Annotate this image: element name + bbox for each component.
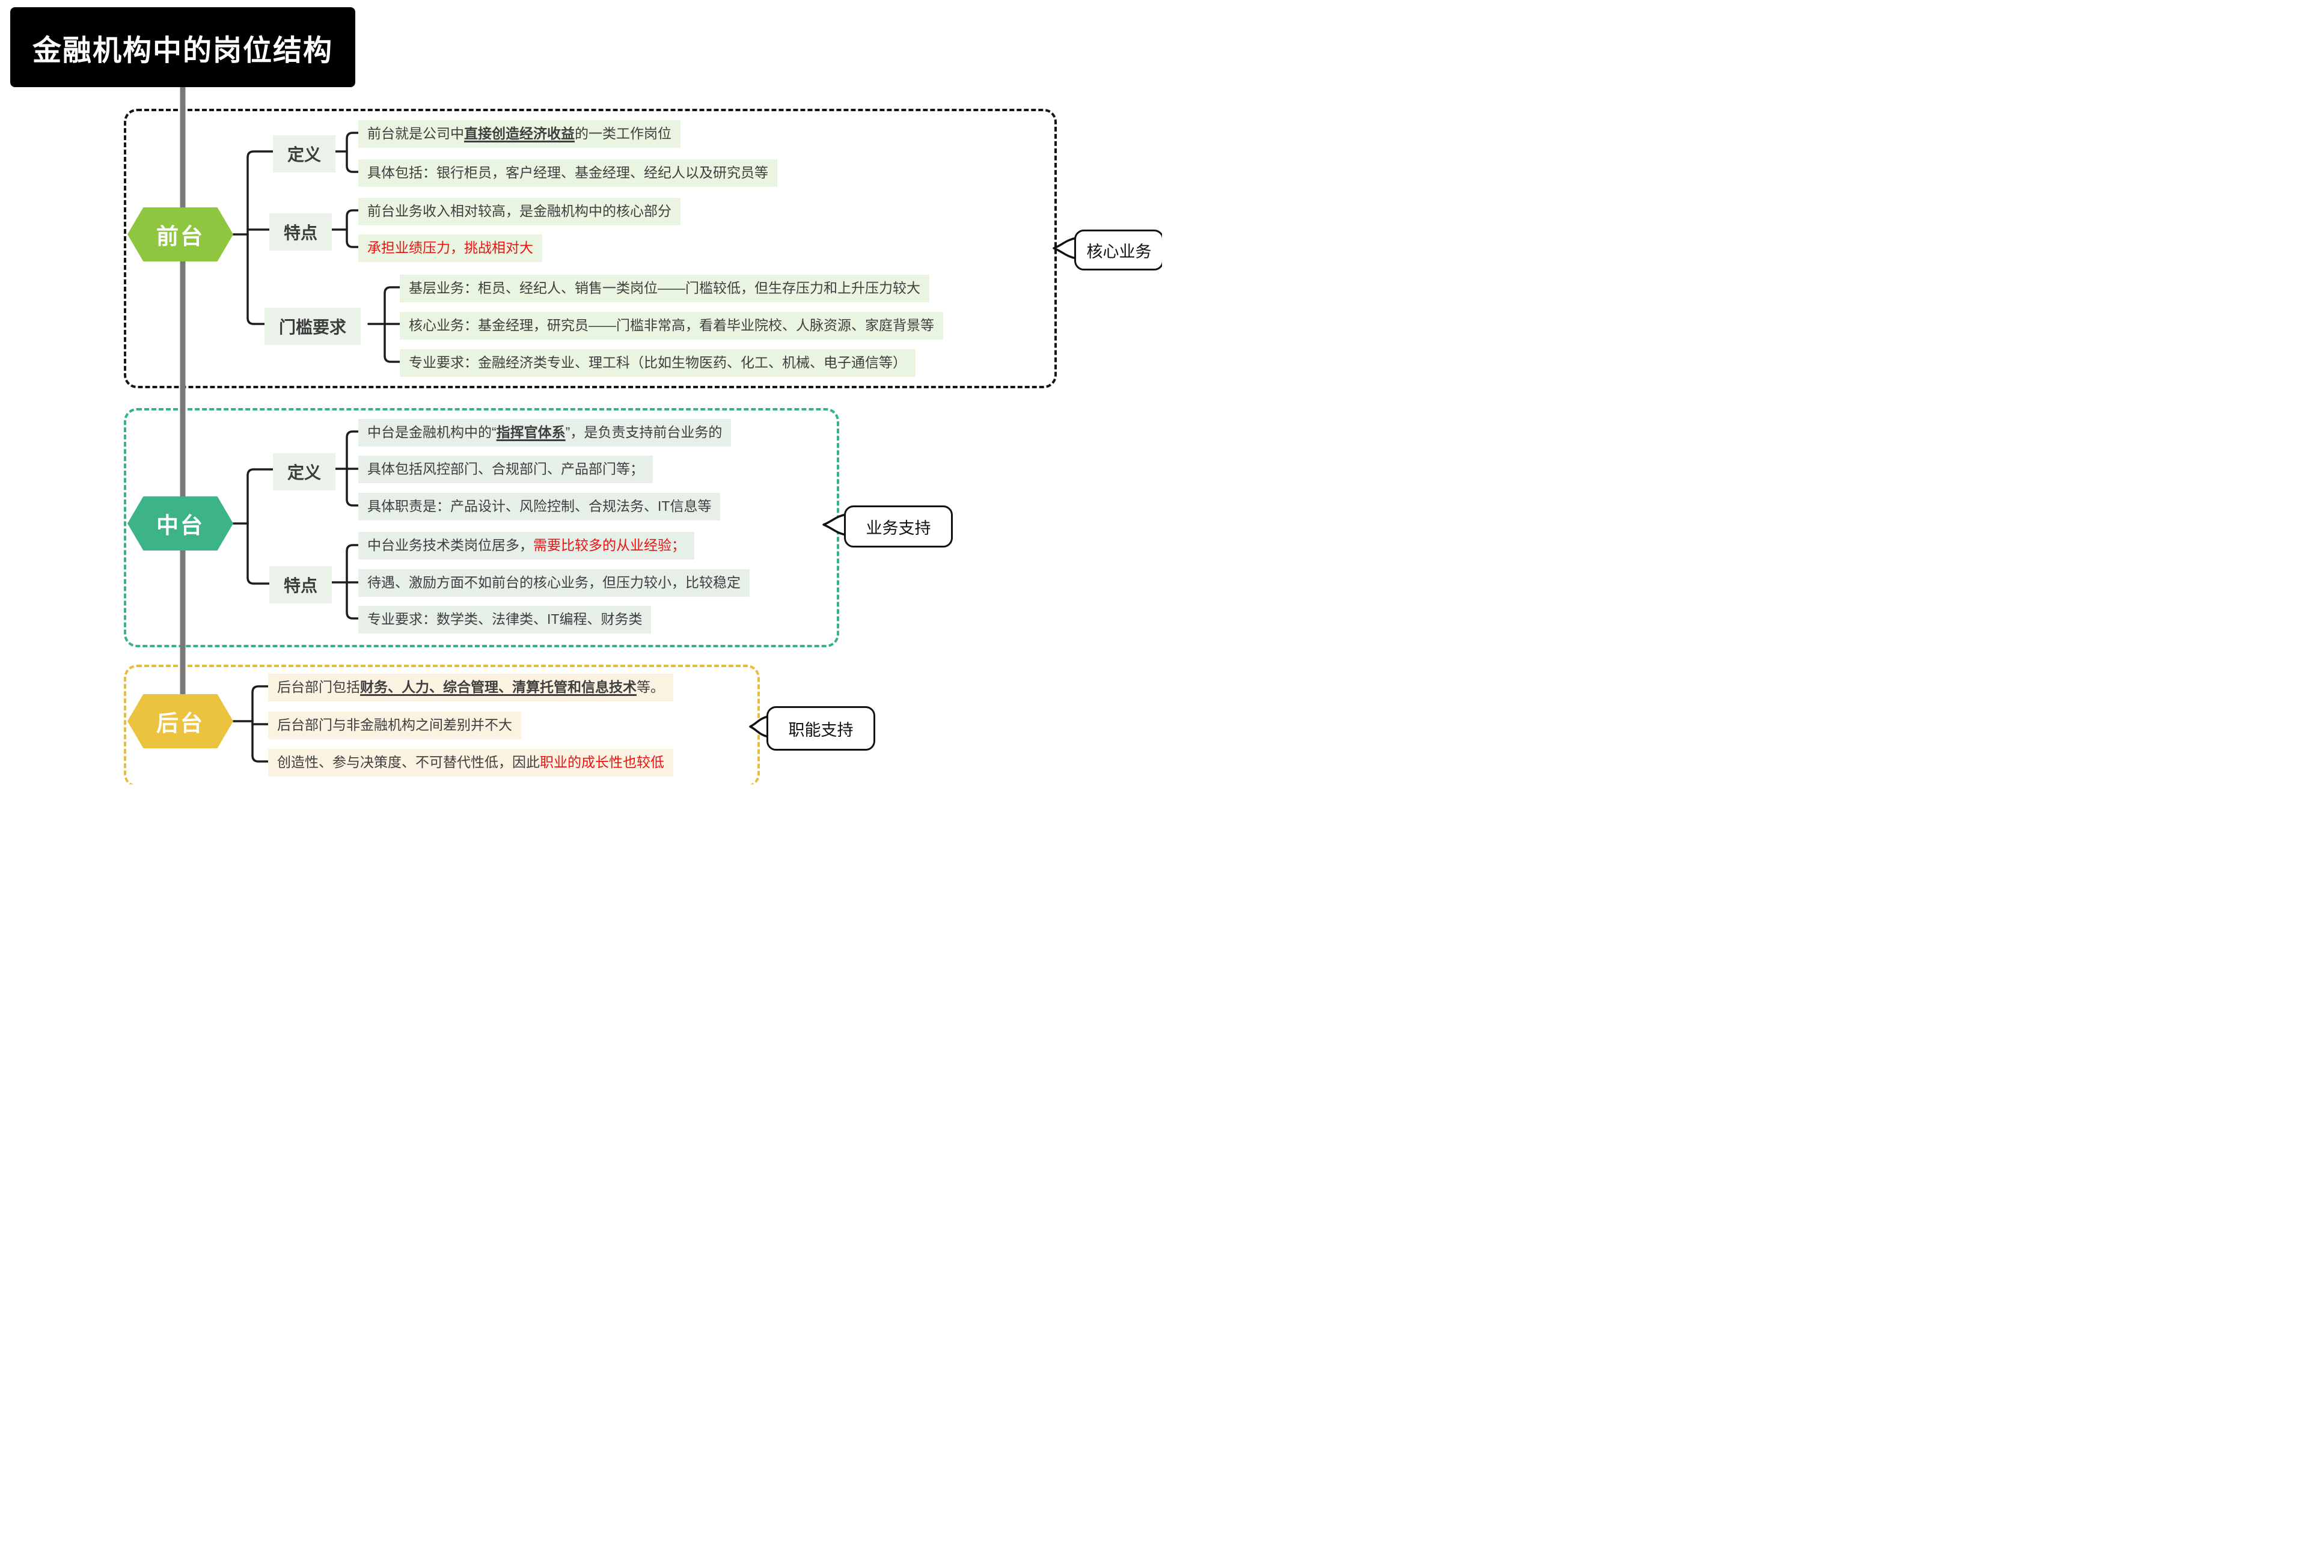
middle-features-line-3[interactable]: 专业要求：数学类、法律类、IT编程、财务类	[358, 606, 652, 633]
text-segment: 的一类工作岗位	[575, 126, 671, 141]
back-line-3[interactable]: 创造性、参与决策度、不可替代性低，因此职业的成长性也较低	[268, 749, 673, 776]
middle-callout[interactable]: 业务支持	[844, 505, 953, 548]
front-features-line-1[interactable]: 前台业务收入相对较高，是金融机构中的核心部分	[358, 198, 680, 225]
text-segment: 等。	[637, 679, 664, 695]
middle-office-node[interactable]: 中台	[127, 496, 233, 551]
middle-definition-line-3[interactable]: 具体职责是：产品设计、风险控制、合规法务、IT信息等	[358, 493, 721, 520]
text-segment-emphasis: 直接创造经济收益	[464, 126, 575, 141]
text-segment: 中台业务技术类岗位居多，	[367, 537, 533, 553]
text-segment-emphasis: 财务、人力、综合管理、清算托管和信息技术	[360, 679, 637, 695]
mindmap-canvas: 金融机构中的岗位结构 前台 中台 后台 定义 前台就是公司中直接创造经济收益的一…	[0, 0, 1162, 784]
front-threshold-line-1[interactable]: 基层业务：柜员、经纪人、销售一类岗位——门槛较低，但生存压力和上升压力较大	[400, 275, 929, 302]
middle-features-label[interactable]: 特点	[269, 566, 332, 603]
text-segment-red: 职业的成长性也较低	[540, 754, 664, 770]
text-segment: 前台就是公司中	[367, 126, 464, 141]
front-callout[interactable]: 核心业务	[1074, 230, 1162, 270]
middle-features-line-1[interactable]: 中台业务技术类岗位居多，需要比较多的从业经验；	[358, 532, 694, 560]
front-office-section-frame	[124, 109, 1057, 388]
front-office-node[interactable]: 前台	[127, 207, 233, 261]
text-segment: ”，是负责支持前台业务的	[565, 424, 723, 440]
back-line-2[interactable]: 后台部门与非金融机构之间差别并不大	[268, 712, 521, 739]
back-line-1[interactable]: 后台部门包括财务、人力、综合管理、清算托管和信息技术等。	[268, 674, 673, 701]
front-definition-line-1[interactable]: 前台就是公司中直接创造经济收益的一类工作岗位	[358, 120, 680, 148]
back-callout[interactable]: 职能支持	[766, 706, 875, 751]
front-threshold-line-2[interactable]: 核心业务：基金经理，研究员——门槛非常高，看着毕业院校、人脉资源、家庭背景等	[400, 312, 943, 340]
front-definition-line-2[interactable]: 具体包括：银行柜员，客户经理、基金经理、经纪人以及研究员等	[358, 159, 777, 187]
front-threshold-label[interactable]: 门槛要求	[265, 308, 361, 345]
middle-definition-line-2[interactable]: 具体包括风控部门、合规部门、产品部门等；	[358, 456, 653, 483]
front-threshold-line-3[interactable]: 专业要求：金融经济类专业、理工科（比如生物医药、化工、机械、电子通信等）	[400, 349, 916, 377]
text-segment-red: 需要比较多的从业经验；	[533, 537, 685, 553]
front-features-line-2[interactable]: 承担业绩压力，挑战相对大	[358, 234, 542, 262]
front-features-label[interactable]: 特点	[269, 213, 332, 251]
text-segment: 后台部门包括	[277, 679, 360, 695]
middle-definition-line-1[interactable]: 中台是金融机构中的“指挥官体系”，是负责支持前台业务的	[358, 419, 732, 447]
text-segment: 中台是金融机构中的“	[367, 424, 497, 440]
back-office-node[interactable]: 后台	[127, 694, 233, 748]
text-segment-emphasis: 指挥官体系	[496, 424, 566, 440]
text-segment: 创造性、参与决策度、不可替代性低，因此	[277, 754, 540, 770]
central-topic-node[interactable]: 金融机构中的岗位结构	[10, 7, 355, 87]
middle-features-line-2[interactable]: 待遇、激励方面不如前台的核心业务，但压力较小，比较稳定	[358, 569, 750, 597]
callout-tail-front	[1053, 237, 1077, 260]
middle-definition-label[interactable]: 定义	[273, 453, 336, 490]
front-definition-label[interactable]: 定义	[273, 135, 336, 172]
